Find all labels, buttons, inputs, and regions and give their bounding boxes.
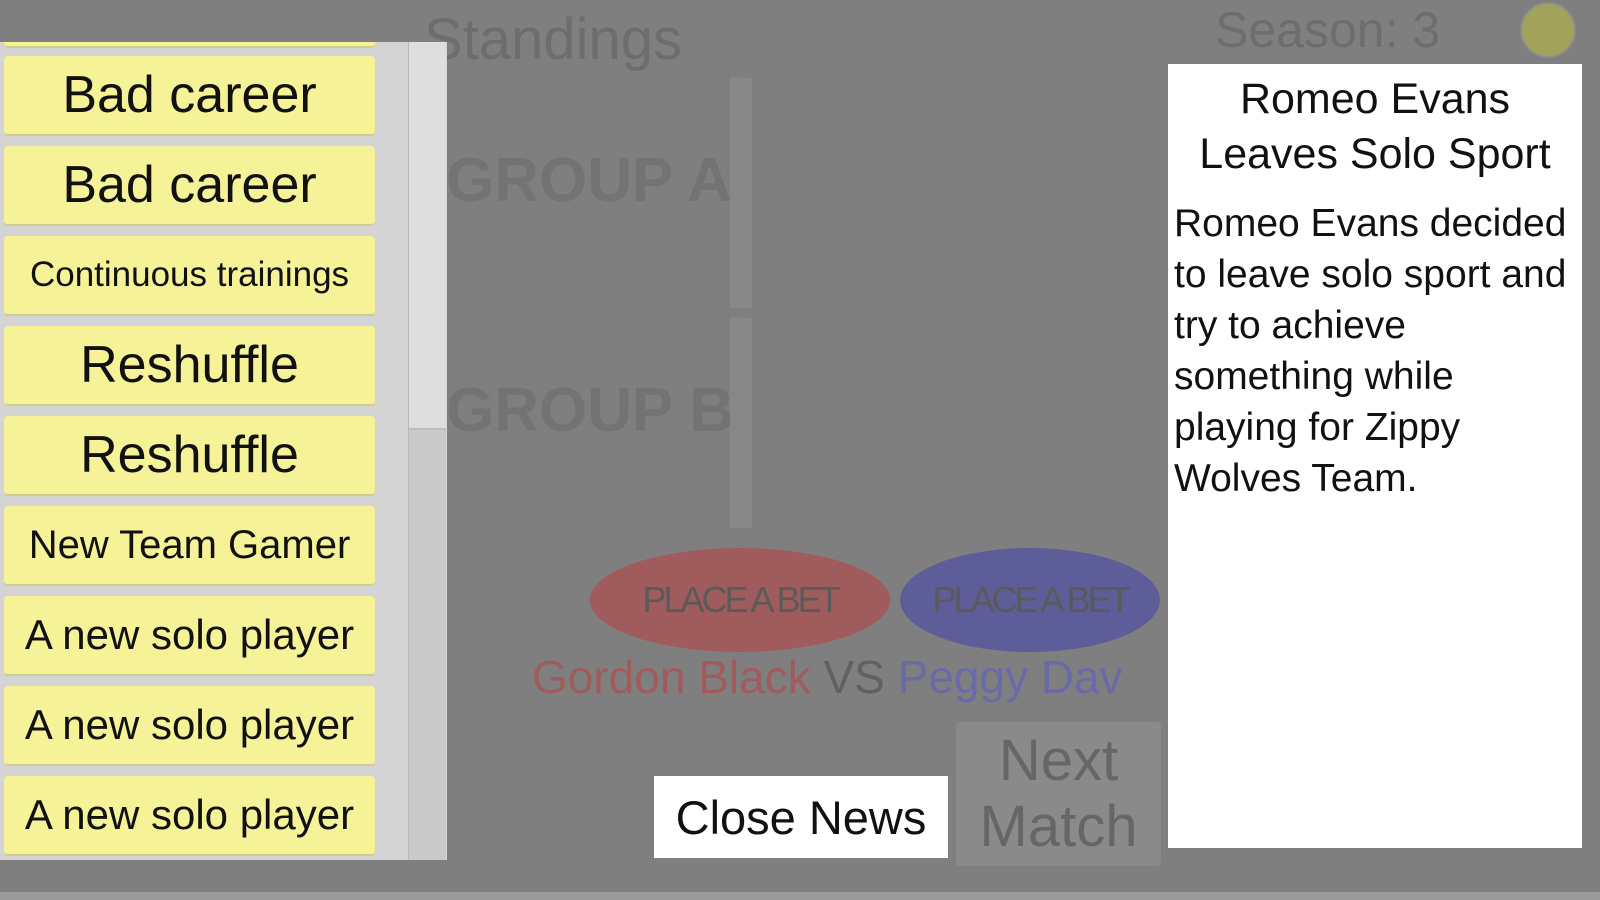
vs-label: VS bbox=[823, 651, 885, 703]
news-item[interactable]: Reshuffle bbox=[4, 416, 375, 496]
news-item[interactable]: Bad career bbox=[4, 56, 375, 136]
player2-name: Peggy Dav bbox=[897, 651, 1123, 703]
player1-name: Gordon Black bbox=[532, 651, 811, 703]
group-b-scrollbar[interactable] bbox=[730, 318, 752, 528]
match-names: Gordon Black VS Peggy Dav bbox=[532, 650, 1123, 704]
news-item[interactable] bbox=[4, 42, 375, 48]
scrollbar-handle[interactable] bbox=[409, 42, 446, 430]
season-progress-icon bbox=[1520, 2, 1576, 58]
standings-title: Standings bbox=[424, 7, 682, 72]
news-item[interactable]: A new solo player bbox=[4, 776, 375, 856]
group-b-label: GROUP B bbox=[446, 376, 735, 445]
news-item[interactable]: Reshuffle bbox=[4, 326, 375, 406]
group-a-label: GROUP A bbox=[446, 146, 732, 215]
bottom-border bbox=[0, 892, 1600, 900]
group-a-scrollbar[interactable] bbox=[730, 78, 752, 308]
news-body: Romeo Evans decided to leave solo sport … bbox=[1174, 202, 1567, 500]
news-detail-panel: Romeo Evans Leaves Solo Sport Romeo Evan… bbox=[1168, 64, 1582, 848]
news-title: Romeo Evans Leaves Solo Sport bbox=[1199, 75, 1551, 178]
news-item[interactable]: New Team Gamer bbox=[4, 506, 375, 586]
close-news-button[interactable]: Close News bbox=[654, 776, 948, 858]
bet-player2-button[interactable]: PLACE A BET bbox=[900, 548, 1160, 652]
season-label: Season: 3 bbox=[1215, 2, 1441, 58]
news-item[interactable]: Continuous trainings bbox=[4, 236, 375, 316]
news-item[interactable]: A new solo player bbox=[4, 596, 375, 676]
news-item[interactable]: Bad career bbox=[4, 146, 375, 226]
next-match-button[interactable]: Next Match bbox=[956, 722, 1161, 866]
bet-player1-button[interactable]: PLACE A BET bbox=[590, 548, 890, 652]
news-list: Bad career Bad career Continuous trainin… bbox=[0, 42, 378, 860]
news-item[interactable]: A new solo player bbox=[4, 686, 375, 766]
